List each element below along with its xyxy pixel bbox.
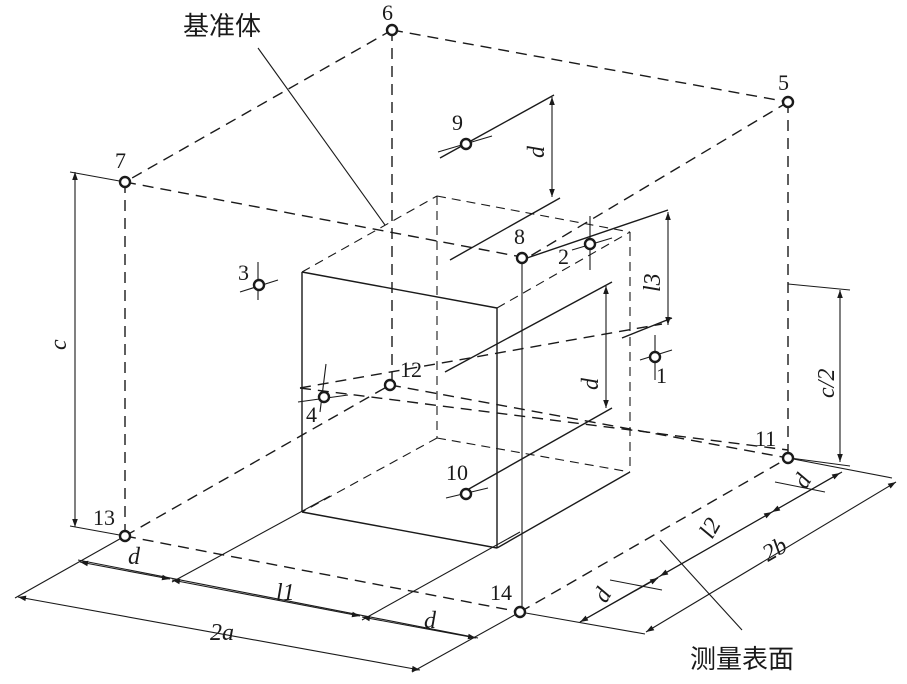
point-label-4: 4 bbox=[306, 402, 317, 427]
dimension-bottom-right bbox=[519, 457, 897, 635]
point-2 bbox=[583, 237, 597, 251]
label-d-upper: d bbox=[524, 145, 550, 158]
point-label-6: 6 bbox=[382, 0, 393, 25]
point-6 bbox=[385, 23, 399, 37]
dimension-labels: c c/2 d l3 d d l1 d 2a d l2 d 2b bbox=[46, 145, 840, 646]
point-10 bbox=[459, 487, 473, 501]
label-d-middle: d bbox=[578, 377, 604, 390]
point-9 bbox=[459, 137, 473, 151]
point-11 bbox=[781, 451, 795, 465]
point-label-12: 12 bbox=[400, 357, 422, 382]
dimension-d-upper bbox=[439, 94, 561, 261]
point-label-11: 11 bbox=[755, 426, 776, 451]
point-label-7: 7 bbox=[115, 148, 126, 173]
dimension-c bbox=[69, 171, 126, 537]
point-label-13: 13 bbox=[93, 505, 115, 530]
point-12 bbox=[383, 378, 397, 392]
point-5 bbox=[781, 95, 795, 109]
point-14 bbox=[513, 605, 527, 619]
label-d-bottom-left: d bbox=[128, 544, 141, 570]
point-label-5: 5 bbox=[778, 70, 789, 95]
label-measuring-surface: 测量表面 bbox=[690, 645, 794, 675]
label-2a: 2a bbox=[210, 620, 234, 646]
point-labels: 1 2 3 4 5 6 7 8 9 10 11 12 13 14 bbox=[93, 0, 789, 605]
point-8 bbox=[515, 251, 529, 265]
point-3 bbox=[252, 278, 266, 292]
dimension-l3 bbox=[526, 209, 673, 339]
point-label-1: 1 bbox=[656, 363, 667, 388]
measurement-points bbox=[118, 23, 795, 619]
dimension-d-middle bbox=[444, 281, 613, 495]
label-c-half: c/2 bbox=[814, 369, 840, 398]
label-c: c bbox=[46, 339, 72, 350]
label-d-bottom-middle: d bbox=[424, 608, 437, 634]
point-7 bbox=[118, 175, 132, 189]
point-label-3: 3 bbox=[238, 260, 249, 285]
point-label-10: 10 bbox=[446, 460, 468, 485]
point-label-8: 8 bbox=[514, 224, 525, 249]
leader-lines bbox=[257, 47, 743, 631]
point-label-14: 14 bbox=[490, 580, 512, 605]
point-4 bbox=[317, 390, 331, 404]
label-reference-body: 基准体 bbox=[183, 12, 261, 42]
label-l1: l1 bbox=[276, 580, 295, 606]
dimension-c-half bbox=[787, 283, 851, 467]
point-label-2: 2 bbox=[558, 244, 569, 269]
label-l2: l2 bbox=[695, 514, 727, 543]
point-ticks bbox=[239, 135, 673, 499]
label-l3: l3 bbox=[640, 273, 666, 292]
point-1 bbox=[648, 350, 662, 364]
dimension-bottom-left bbox=[14, 495, 521, 673]
reference-body-cube bbox=[301, 195, 631, 549]
point-13 bbox=[118, 529, 132, 543]
point-label-9: 9 bbox=[452, 110, 463, 135]
